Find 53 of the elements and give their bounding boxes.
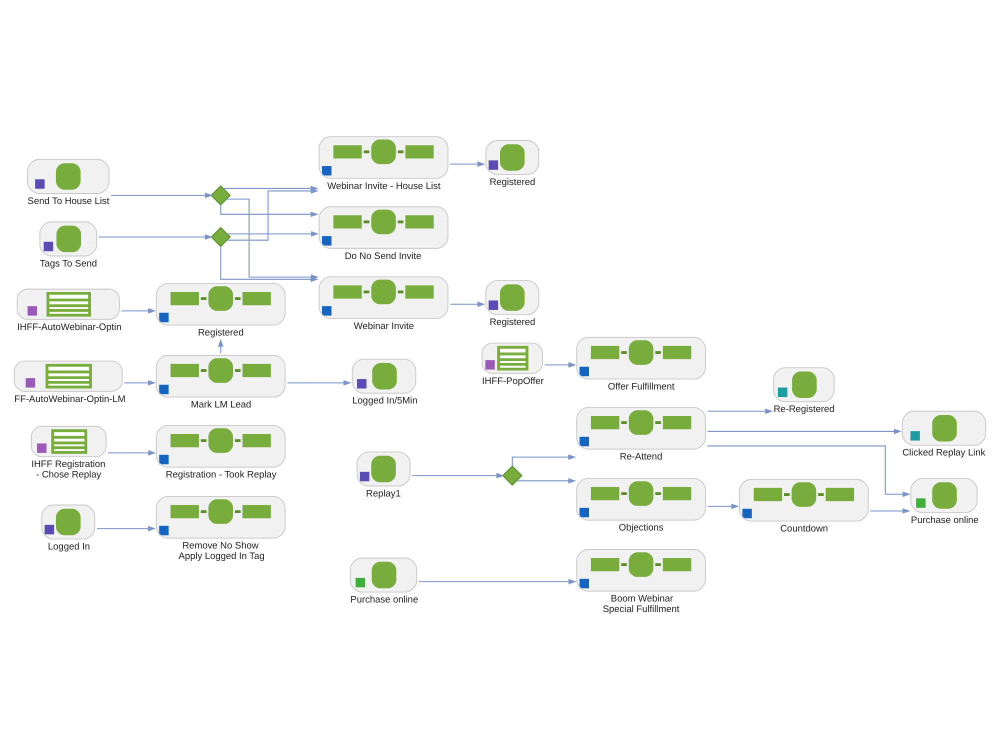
node-label: Registered	[490, 176, 536, 188]
arrow	[418, 578, 576, 584]
arrow	[227, 230, 319, 236]
arrow	[111, 192, 213, 198]
arrow	[708, 408, 773, 414]
node-label: Objections	[618, 522, 664, 534]
arrow	[708, 444, 910, 496]
node-label: Registration - Took Replay	[166, 469, 276, 480]
arrow	[98, 234, 213, 240]
node-label: Tags To Send	[40, 258, 97, 269]
arrow	[870, 508, 910, 514]
node-label: IHFF-AutoWebinar-Optin	[17, 321, 122, 332]
arrow	[218, 338, 224, 353]
node-label: Re-Registered	[774, 404, 835, 415]
node-label: Logged In/5Min	[352, 395, 418, 406]
node-label: Logged In	[48, 540, 90, 552]
node-diamond	[502, 464, 522, 486]
node-label: Do No Send Invite	[344, 250, 422, 262]
arrow	[708, 503, 740, 509]
node-label: Purchase online	[350, 594, 418, 605]
arrow	[516, 478, 576, 484]
node-label: Replay1	[366, 488, 401, 499]
arrow	[287, 380, 352, 386]
node-label: Remove No Show Apply Logged In Tag	[178, 540, 265, 562]
arrow	[227, 188, 319, 240]
arrow	[450, 301, 486, 306]
node-label: Mark LM Lead	[190, 398, 252, 410]
node-label: Offer Fulfillment	[608, 380, 674, 392]
node-label: Registered	[490, 316, 536, 328]
arrow	[122, 308, 156, 314]
node-diamond	[210, 226, 231, 247]
arrow	[544, 362, 576, 368]
node-label: Purchase online	[910, 514, 979, 526]
arrow	[412, 472, 504, 478]
arrow	[512, 454, 576, 466]
arrow	[96, 525, 156, 531]
node-label: IHFF-PopOffer	[482, 375, 544, 386]
node-label: Webinar Invite	[354, 320, 414, 332]
arrow	[220, 204, 318, 217]
arrow	[708, 428, 902, 434]
arrow	[108, 450, 156, 456]
node-diamond	[210, 184, 231, 206]
node-label: Clicked Replay Link	[902, 447, 986, 458]
arrow	[124, 380, 156, 386]
node-label: Send To House List	[28, 195, 110, 206]
node-label: Re-Attend	[620, 451, 662, 462]
node-label: Webinar Invite - House List	[327, 180, 441, 192]
node-label: IHFF Registration - Chose Replay	[31, 458, 106, 480]
node-label: Countdown	[780, 522, 828, 534]
arrow	[450, 160, 486, 166]
node-label: Registered	[198, 327, 244, 338]
node-label: FF-AutoWebinar-Optin-LM	[14, 393, 126, 404]
node-label: Boom Webinar Special Fulfillment	[602, 593, 680, 614]
